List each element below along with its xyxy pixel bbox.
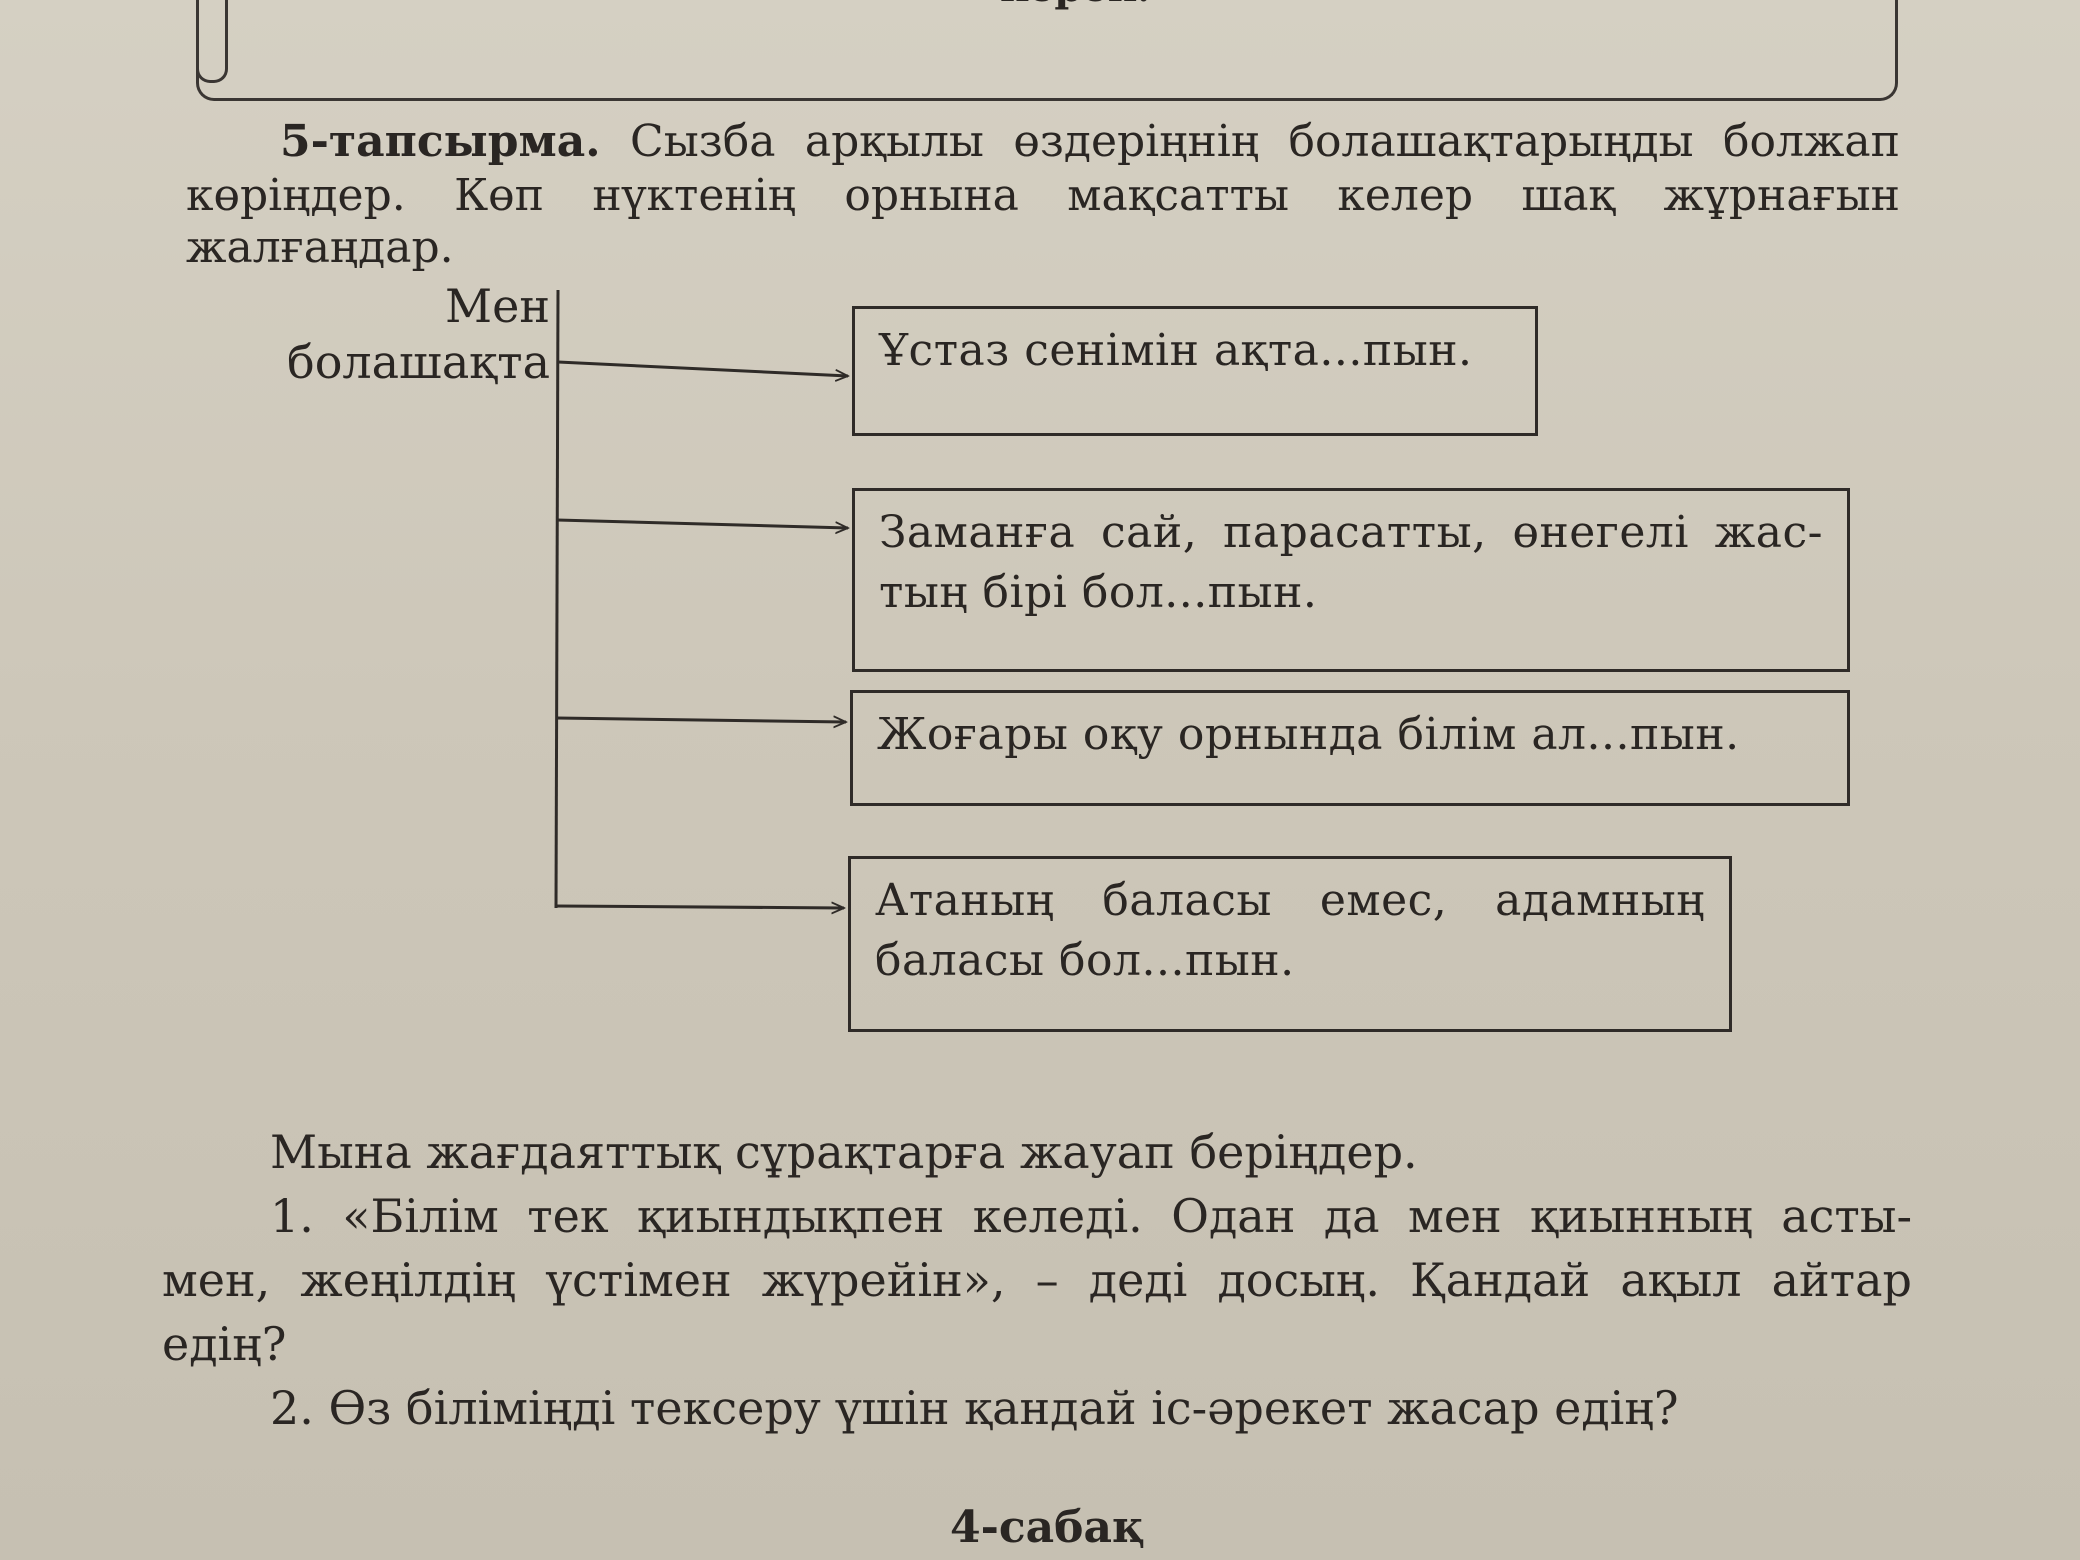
root-label-line1: Мен [445, 279, 550, 333]
diagram-root-label: Мен болашақта [220, 278, 550, 390]
question-1-line1: 1. «Білім тек қиындықпен келеді. Одан да… [270, 1189, 1912, 1243]
goal-box-2-line2: тың бірі бол...пын. [879, 567, 1318, 618]
goal-box-3: Жоғары оқу орнында білім ал...пын. [850, 690, 1850, 806]
question-1-line3: едің? [162, 1317, 287, 1371]
questions-intro: Мына жағдаяттық сұрақтарға жауап беріңде… [270, 1125, 1418, 1179]
situational-questions: Мына жағдаяттық сұрақтарға жауап беріңде… [162, 1120, 1912, 1440]
arrow-to-box-4 [555, 906, 844, 908]
arrow-to-box-3 [556, 718, 846, 722]
goal-box-1-text: Ұстаз сенімін ақта...пын. [879, 325, 1473, 376]
arrow-to-box-1 [557, 360, 848, 376]
goal-box-4: Атаның баласы емес, адамның баласы бол..… [848, 856, 1732, 1032]
task-instruction-line2: көріңдер. Көп нүктенің орнына мақсатты к… [186, 170, 1900, 221]
goal-box-2: Заманға сай, парасатты, өнегелі жас- тың… [852, 488, 1850, 672]
goal-box-2-line1: Заманға сай, парасатты, өнегелі жас- [879, 507, 1823, 558]
diagram-trunk-line [554, 289, 560, 909]
goal-box-3-text: Жоғары оқу орнында білім ал...пын. [877, 709, 1740, 760]
arrow-to-box-2 [556, 518, 848, 528]
lesson-heading: 4-сабақ [950, 1502, 1145, 1553]
task-instruction-line1: Сызба арқылы өздеріңнің болашақтарыңды б… [630, 116, 1900, 167]
root-label-line2: болашақта [287, 335, 550, 389]
goal-box-4-line2: баласы бол...пын. [875, 935, 1295, 986]
question-1-line2: мен, жеңілдің үстімен жүрейін», – деді д… [162, 1253, 1912, 1307]
goal-box-4-line1: Атаның баласы емес, адамның [875, 875, 1705, 926]
task-instruction-line3: жалғаңдар. [186, 222, 454, 273]
task-heading-line1: 5-тапсырма. Сызба арқылы өздеріңнің бола… [280, 112, 1900, 172]
goal-box-1: Ұстаз сенімін ақта...пын. [852, 306, 1538, 436]
question-2: 2. Өз біліміңді тексеру үшін қандай іс-ә… [270, 1381, 1679, 1435]
previous-frame-text: керек. [1000, 0, 1151, 11]
frame-scroll-curl [196, 0, 228, 83]
task-number: 5-тапсырма. [280, 116, 601, 167]
